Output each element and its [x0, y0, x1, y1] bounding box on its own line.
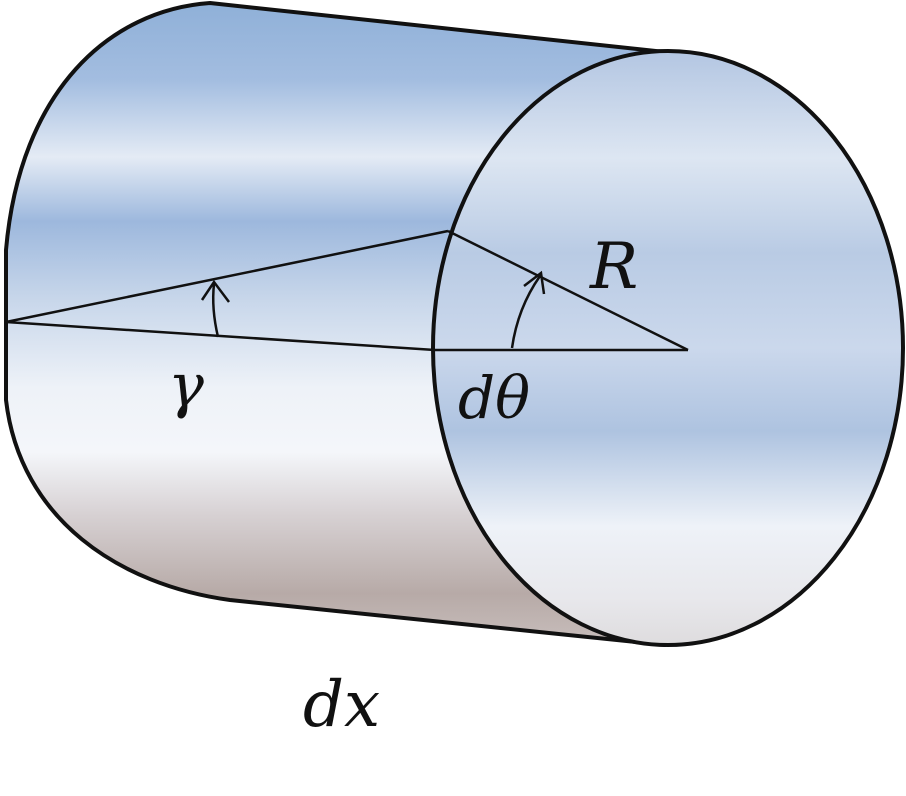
radius-line	[447, 229, 689, 352]
sheared-line	[5, 229, 449, 324]
shear-strain-label: γ	[168, 351, 204, 421]
gamma-angle-arrow	[200, 279, 230, 338]
length-label: dx	[303, 668, 380, 742]
cylinder-end-face	[431, 49, 905, 647]
longitudinal-line	[5, 320, 436, 352]
twist-angle-label: dθ	[458, 364, 530, 432]
dtheta-angle-arrow	[510, 270, 546, 349]
radius-label: R	[589, 230, 638, 304]
